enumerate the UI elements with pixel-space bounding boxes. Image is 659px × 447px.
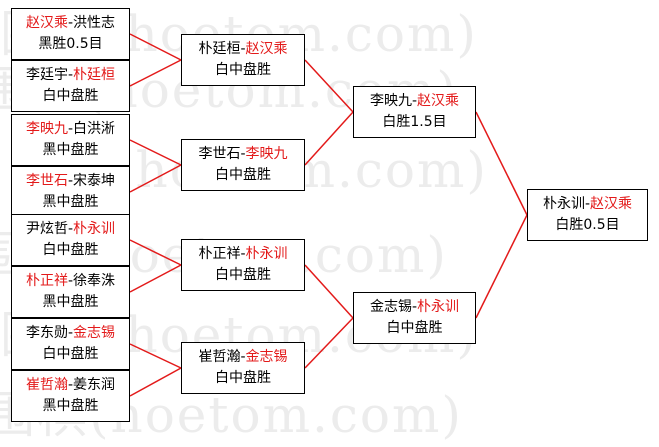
match-players: 李廷宇-朴廷桓	[25, 67, 116, 83]
player-name: 崔哲瀚	[198, 349, 241, 365]
bracket-connectors	[129, 33, 528, 397]
match-result: 白中盘胜	[215, 167, 271, 183]
match-result: 白中盘胜	[215, 267, 271, 283]
match-players: 朴正祥-朴永训	[198, 246, 288, 262]
match-result: 白中盘胜	[215, 370, 271, 386]
player-name: 李东勋	[25, 325, 68, 341]
player-name: 朴廷桓	[73, 67, 116, 83]
match-result: 白胜0.5目	[555, 217, 620, 233]
player-name: 赵汉乘	[245, 41, 288, 57]
match-box: 李映九-赵汉乘 白胜1.5目	[353, 86, 476, 138]
connector-r1-m4	[129, 164, 182, 193]
match-players: 尹炫哲-朴永训	[25, 221, 116, 237]
player-name: 洪性志	[73, 15, 116, 31]
match-box: 李世石-宋泰坤 黑中盘胜	[11, 166, 130, 218]
player-name: 李映九	[369, 93, 412, 109]
match-players: 朴正祥-徐奉洙	[25, 273, 116, 289]
match-box: 朴正祥-徐奉洙 黑中盘胜	[11, 266, 130, 318]
match-result: 白中盘胜	[386, 320, 443, 336]
connector-r1-m3	[129, 139, 182, 166]
match-result: 黑中盘胜	[42, 398, 99, 414]
champion-name: 赵汉乘	[590, 196, 633, 212]
player-name: 李映九	[25, 121, 68, 137]
match-box: 尹炫哲-朴永训 白中盘胜	[11, 214, 130, 266]
connector-r1-m7	[129, 343, 182, 369]
player-name: 李世石	[198, 146, 241, 162]
player-name: 白洪淅	[73, 121, 116, 137]
match-players: 李东勋-金志锡	[25, 325, 116, 341]
connector-r1-m2	[129, 59, 182, 87]
match-result: 黑中盘胜	[42, 294, 99, 310]
match-box: 朴廷桓-赵汉乘 白中盘胜	[181, 34, 305, 86]
match-result: 黑胜0.5目	[38, 36, 103, 52]
player-name: 李廷宇	[25, 67, 68, 83]
player-name: 朴永训	[542, 196, 585, 212]
player-name: 尹炫哲	[25, 221, 68, 237]
match-box: 李世石-李映九 白中盘胜	[181, 139, 305, 191]
final-match-box: 朴永训-赵汉乘 白胜0.5目	[527, 189, 648, 241]
match-result: 白中盘胜	[42, 346, 99, 362]
player-name: 金志锡	[369, 299, 412, 315]
player-name: 崔哲瀚	[25, 377, 68, 393]
connector-r3-m2	[475, 214, 528, 319]
connector-r1-m5	[129, 239, 182, 266]
match-result: 白中盘胜	[42, 242, 99, 258]
player-name: 赵汉乘	[25, 15, 68, 31]
match-box: 李廷宇-朴廷桓 白中盘胜	[11, 60, 130, 112]
player-name: 姜东润	[73, 377, 116, 393]
connector-r2-m4	[304, 317, 354, 369]
match-players: 崔哲瀚-姜东润	[25, 377, 116, 393]
connector-r3-m1	[475, 111, 528, 216]
connector-r1-m6	[129, 264, 182, 293]
match-players: 金志锡-朴永训	[369, 299, 460, 315]
match-result: 白胜1.5目	[382, 114, 447, 130]
match-players: 李世石-李映九	[198, 146, 288, 162]
connector-r2-m3	[304, 264, 354, 319]
match-result: 白中盘胜	[42, 88, 99, 104]
match-box: 崔哲瀚-金志锡 白中盘胜	[181, 342, 305, 394]
match-players: 朴永训-赵汉乘	[542, 196, 633, 212]
match-players: 赵汉乘-洪性志	[25, 15, 116, 31]
player-name: 朴正祥	[198, 246, 241, 262]
player-name: 赵汉乘	[417, 93, 460, 109]
match-result: 黑中盘胜	[42, 142, 99, 158]
match-players: 李映九-赵汉乘	[369, 93, 460, 109]
player-name: 李映九	[245, 146, 288, 162]
match-players: 崔哲瀚-金志锡	[198, 349, 288, 365]
match-players: 朴廷桓-赵汉乘	[198, 41, 288, 57]
player-name: 宋泰坤	[73, 173, 116, 189]
player-name: 金志锡	[73, 325, 116, 341]
match-box: 赵汉乘-洪性志 黑胜0.5目	[11, 8, 130, 60]
player-name: 朴永训	[417, 299, 460, 315]
player-name: 朴永训	[245, 246, 288, 262]
connector-r1-m1	[129, 33, 182, 61]
connector-r2-m2	[304, 111, 354, 166]
match-box: 崔哲瀚-姜东润 黑中盘胜	[11, 370, 130, 422]
match-box: 金志锡-朴永训 白中盘胜	[353, 292, 476, 344]
match-box: 朴正祥-朴永训 白中盘胜	[181, 239, 305, 291]
player-name: 朴廷桓	[198, 41, 241, 57]
match-result: 白中盘胜	[215, 62, 271, 78]
match-players: 李映九-白洪淅	[25, 121, 116, 137]
match-result: 黑中盘胜	[42, 194, 99, 210]
player-name: 朴永训	[73, 221, 116, 237]
match-players: 李世石-宋泰坤	[25, 173, 116, 189]
match-box: 李东勋-金志锡 白中盘胜	[11, 318, 130, 370]
player-name: 金志锡	[245, 349, 288, 365]
player-name: 朴正祥	[25, 273, 68, 289]
match-box: 李映九-白洪淅 黑中盘胜	[11, 114, 130, 166]
connector-r1-m8	[129, 367, 182, 397]
connector-r2-m1	[304, 59, 354, 113]
player-name: 徐奉洙	[73, 273, 116, 289]
player-name: 李世石	[25, 173, 68, 189]
